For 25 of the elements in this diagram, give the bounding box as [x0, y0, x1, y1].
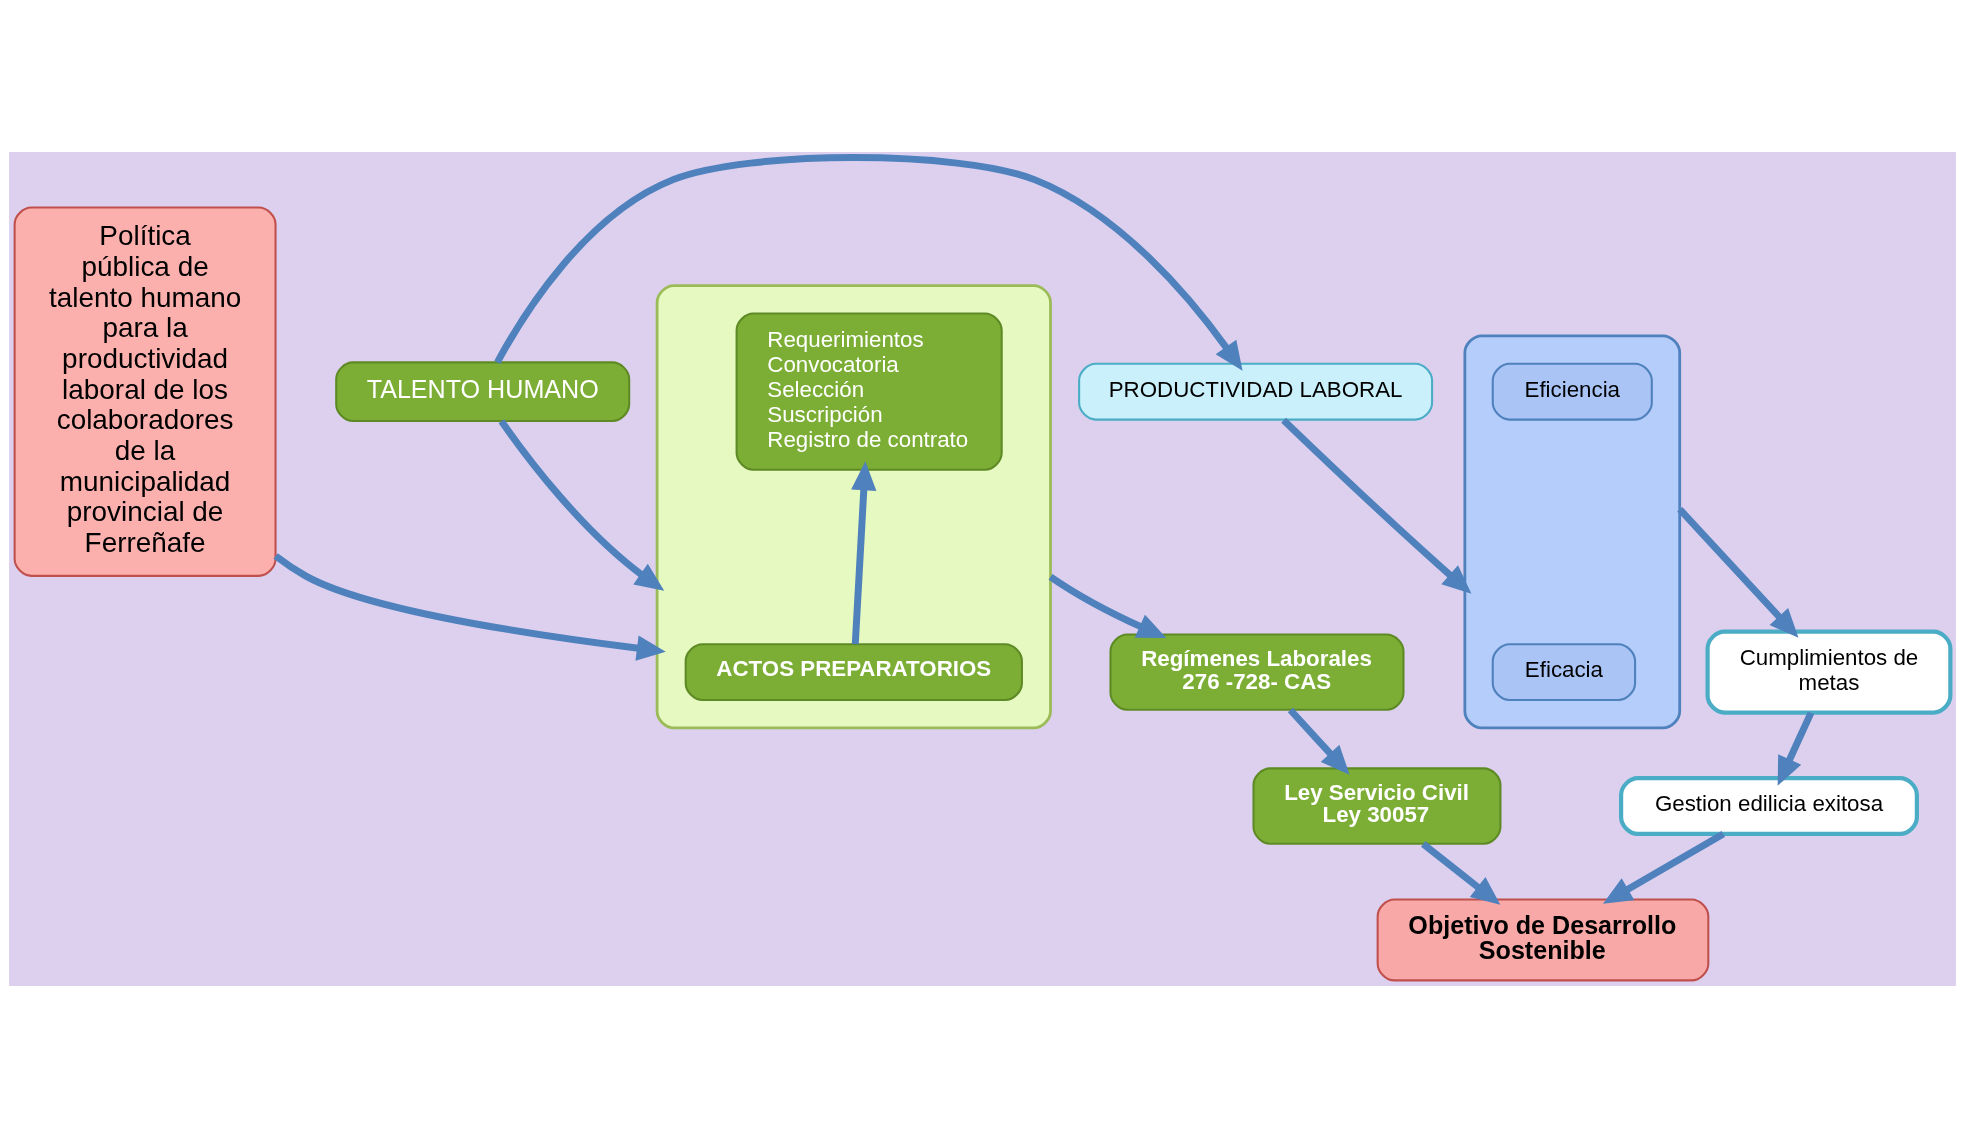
- node-box: ACTOS PREPARATORIOS: [684, 642, 1023, 701]
- node-box: Eficacia: [1491, 642, 1637, 701]
- arrow: [1677, 506, 1799, 638]
- arrow: [494, 153, 1243, 371]
- node-box: Objetivo de Desarrollo Sostenible: [1376, 897, 1710, 981]
- node-box: Cumplimientos de metas: [1705, 629, 1953, 715]
- arrow: [851, 460, 877, 644]
- arrow: [1281, 417, 1472, 594]
- node-box: PRODUCTIVIDAD LABORAL: [1078, 362, 1434, 421]
- node-box: Política pública de talento humano para la productividad laboral de los colaboradores de la municipalidad provincial de Ferreñafe: [13, 206, 277, 577]
- node-box: Requerimientos Convocatoria Selección Suscripción Registro de contrato: [735, 312, 1003, 471]
- arrow: [1777, 710, 1815, 786]
- arrow: [273, 552, 666, 661]
- node-box: Gestion edilicia exitosa: [1619, 775, 1919, 836]
- arrow: [1421, 840, 1501, 905]
- arrow: [1603, 830, 1725, 904]
- arrow: [498, 418, 665, 591]
- cluster: [1463, 334, 1682, 729]
- node-box: Regímenes Laborales 276 -728- CAS: [1109, 632, 1405, 711]
- cluster: [655, 283, 1052, 729]
- arrow: [1287, 707, 1350, 775]
- node-box: TALENTO HUMANO: [335, 360, 631, 422]
- node-box: Eficiencia: [1491, 362, 1653, 421]
- arrow: [1048, 573, 1167, 638]
- node-box: Ley Servicio Civil Ley 30057: [1252, 766, 1502, 845]
